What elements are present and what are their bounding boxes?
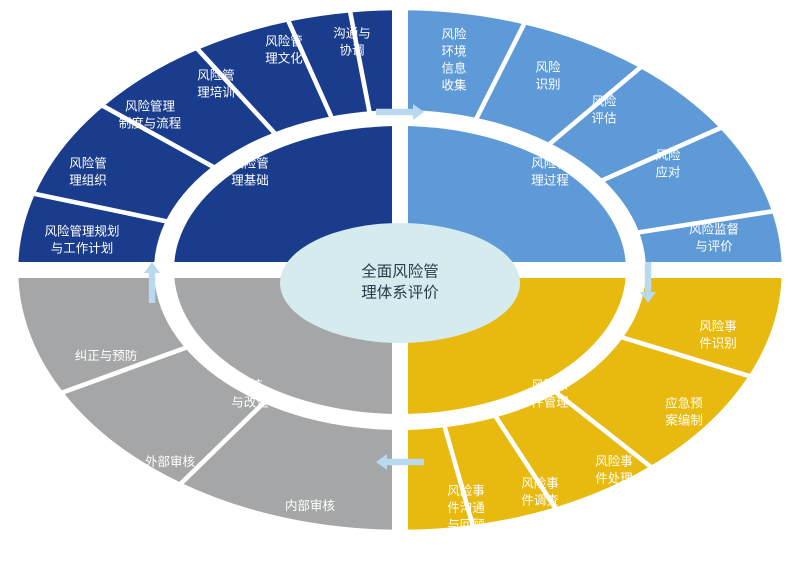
audit-title: 审核与改进 xyxy=(231,378,269,410)
foundation-item-line: 风险管理规划 xyxy=(44,224,119,239)
events-item: 风险事件沟通与回顾 xyxy=(447,483,485,532)
process-title-line: 理过程 xyxy=(531,173,569,188)
events-item-line: 风险事 xyxy=(447,483,485,498)
events-item-line: 风险事 xyxy=(699,319,737,334)
process-item-line: 与评价 xyxy=(695,239,733,254)
events-item: 风险事件调查 xyxy=(521,476,559,508)
center-title: 全面风险管理体系评价 xyxy=(361,263,439,302)
foundation-item-line: 与工作计划 xyxy=(51,241,114,256)
events-item-line: 与回顾 xyxy=(447,517,485,532)
foundation-title-line: 理基础 xyxy=(231,173,269,188)
foundation-item: 风险管理规划与工作计划 xyxy=(44,224,119,256)
foundation-item-line: 制度与流程 xyxy=(119,116,182,131)
foundation-item-line: 沟通与 xyxy=(333,26,371,41)
events-item: 风险事件处理 xyxy=(595,454,633,486)
audit-item-line: 外部审核 xyxy=(145,454,196,469)
arrow-down-right xyxy=(640,262,656,303)
process-item-line: 风险 xyxy=(591,94,617,109)
foundation-item: 风险管理培训 xyxy=(197,68,235,100)
process-item-line: 识别 xyxy=(535,77,560,92)
events-item-line: 件调查 xyxy=(521,493,559,508)
events-title: 风险事件管理 xyxy=(531,378,569,410)
process-item-line: 评估 xyxy=(591,111,616,126)
arrow-left-bottom xyxy=(376,454,424,470)
process-title: 风险管理过程 xyxy=(531,156,569,188)
events-title-line: 件管理 xyxy=(531,395,569,410)
center-title-line: 理体系评价 xyxy=(361,284,439,302)
foundation-item-line: 风险管 xyxy=(69,156,107,171)
foundation-item-line: 风险管 xyxy=(197,68,235,83)
process-item-line: 环境 xyxy=(441,44,466,59)
foundation-item-line: 风险管 xyxy=(265,34,303,49)
events-item: 应急预案编制 xyxy=(665,396,703,428)
process-item-line: 风险监督 xyxy=(689,222,739,237)
audit-title-line: 审核 xyxy=(237,378,263,393)
audit-title-line: 与改进 xyxy=(231,395,269,410)
process-title-line: 风险管 xyxy=(531,156,569,171)
process-item-line: 信息 xyxy=(441,61,466,76)
process-item-line: 风险 xyxy=(655,148,681,163)
process-item: 风险环境信息收集 xyxy=(441,27,467,93)
process-item: 风险应对 xyxy=(655,148,681,180)
events-item-line: 案编制 xyxy=(665,413,703,428)
foundation-item-line: 风险管理 xyxy=(125,99,176,114)
process-item: 风险监督与评价 xyxy=(689,222,739,254)
audit-item-line: 内部审核 xyxy=(285,498,336,513)
events-item-line: 应急预 xyxy=(665,396,703,411)
center-ellipse xyxy=(280,223,520,343)
events-item: 风险事件识别 xyxy=(699,319,737,351)
events-title-line: 风险事 xyxy=(531,378,569,393)
process-item: 风险识别 xyxy=(535,60,561,92)
process-item-line: 收集 xyxy=(441,78,467,93)
audit-item-line: 纠正与预防 xyxy=(75,348,138,363)
process-item: 风险评估 xyxy=(591,94,617,126)
foundation-item: 风险管理制度与流程 xyxy=(119,99,182,131)
events-item-line: 风险事 xyxy=(521,476,559,491)
events-item-line: 件识别 xyxy=(699,336,737,351)
foundation-title-line: 风险管 xyxy=(231,156,269,171)
center-ellipse-group xyxy=(280,223,520,343)
foundation-item-line: 协调 xyxy=(339,43,364,58)
foundation-item-line: 理文化 xyxy=(265,51,303,66)
audit-item: 纠正与预防 xyxy=(75,348,138,363)
foundation-item: 沟通与协调 xyxy=(333,26,371,58)
process-item-line: 应对 xyxy=(655,165,680,180)
foundation-item-line: 理培训 xyxy=(197,85,235,100)
process-item-line: 风险 xyxy=(441,27,467,42)
center-title-line: 全面风险管 xyxy=(361,263,439,281)
foundation-item: 风险管理文化 xyxy=(265,34,303,66)
events-item-line: 件沟通 xyxy=(447,500,485,515)
foundation-item: 风险管理组织 xyxy=(69,156,107,188)
process-item-line: 风险 xyxy=(535,60,561,75)
flow-arrows xyxy=(144,104,656,470)
audit-item: 内部审核 xyxy=(285,498,336,513)
events-item-line: 件处理 xyxy=(595,471,633,486)
foundation-item-line: 理组织 xyxy=(69,173,107,188)
events-item-line: 风险事 xyxy=(595,454,633,469)
audit-item: 外部审核 xyxy=(145,454,196,469)
arrow-up-left xyxy=(144,262,160,303)
foundation-title: 风险管理基础 xyxy=(231,156,269,188)
arrow-right-top xyxy=(376,104,424,120)
